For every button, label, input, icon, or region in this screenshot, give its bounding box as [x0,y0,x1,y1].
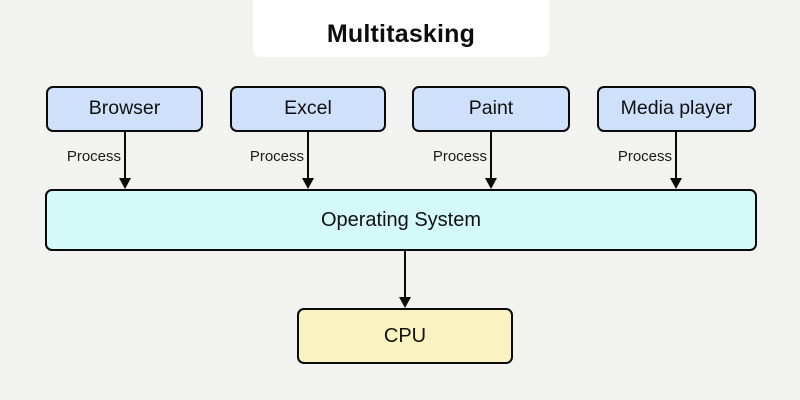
arrow-head-down-icon [669,178,682,189]
edge-label-browser-process: Process [66,148,121,165]
arrow-head-down-icon [398,297,411,308]
node-cpu-label: CPU [383,325,427,347]
edge-label-media-player-process: Process [617,148,672,165]
node-media-player[interactable]: Media player [597,86,756,132]
edge-label-paint-process: Process [432,148,487,165]
node-browser[interactable]: Browser [46,86,203,132]
page-title: Multitasking [326,20,476,48]
arrow-shaft [306,132,310,179]
arrow-shaft [403,251,407,298]
node-browser-label: Browser [88,97,161,120]
node-excel-label: Excel [284,97,332,120]
node-excel[interactable]: Excel [230,86,386,132]
node-cpu[interactable]: CPU [297,308,513,364]
node-paint[interactable]: Paint [412,86,570,132]
node-operating-system[interactable]: Operating System [45,189,757,251]
node-operating-system-label: Operating System [320,209,482,231]
title-card: Multitasking [253,0,549,57]
node-media-player-label: Media player [620,97,733,120]
arrow-shaft [489,132,493,179]
arrow-shaft [674,132,678,179]
arrow-head-down-icon [484,178,497,189]
arrow-shaft [123,132,127,179]
edge-label-excel-process: Process [249,148,304,165]
arrow-head-down-icon [118,178,131,189]
arrow-head-down-icon [301,178,314,189]
node-paint-label: Paint [468,97,514,120]
